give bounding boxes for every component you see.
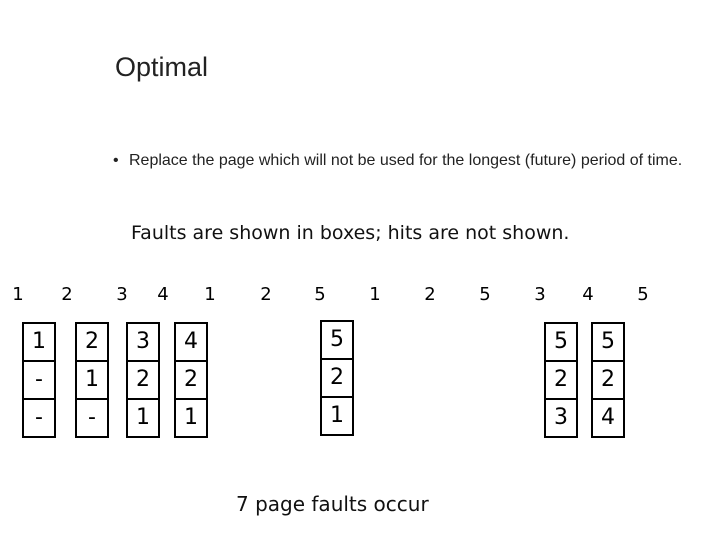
frame-cell: 3 xyxy=(128,324,158,362)
frame-cell: 5 xyxy=(546,324,576,362)
frame-cell: 1 xyxy=(24,324,54,362)
caption: Faults are shown in boxes; hits are not … xyxy=(131,222,570,244)
frame-cell: 2 xyxy=(128,362,158,400)
slide-title: Optimal xyxy=(115,52,209,82)
reference-item: 5 xyxy=(314,284,326,305)
reference-item: 3 xyxy=(534,284,546,305)
page-frame: 5 2 3 xyxy=(544,322,578,438)
reference-item: 2 xyxy=(424,284,436,305)
reference-item: 1 xyxy=(12,284,24,305)
frame-cell: - xyxy=(88,405,96,430)
reference-item: 1 xyxy=(369,284,381,305)
frame-cell: 3 xyxy=(554,405,568,430)
reference-item: 1 xyxy=(204,284,216,305)
reference-item: 5 xyxy=(479,284,491,305)
frame-cell: - xyxy=(35,405,43,430)
reference-string: 1 2 3 4 1 2 5 1 2 5 3 4 5 xyxy=(0,284,720,310)
page-frame: 3 2 1 xyxy=(126,322,160,438)
frame-cell: 2 xyxy=(322,360,352,398)
bullet-text: Replace the page which will not be used … xyxy=(129,152,683,169)
frame-cell: 5 xyxy=(322,322,352,360)
frame-cell: 4 xyxy=(601,405,615,430)
frame-cell: 2 xyxy=(176,362,206,400)
frame-cell: 1 xyxy=(136,405,150,430)
reference-item: 5 xyxy=(637,284,649,305)
frame-cell: 1 xyxy=(184,405,198,430)
frame-cell: 4 xyxy=(176,324,206,362)
page-frame: 1 - - xyxy=(22,322,56,438)
reference-item: 4 xyxy=(582,284,594,305)
page-frame: 2 1 - xyxy=(75,322,109,438)
frame-cell: 1 xyxy=(330,403,344,428)
frame-cell: - xyxy=(24,362,54,400)
frame-cell: 2 xyxy=(77,324,107,362)
frame-cell: 5 xyxy=(593,324,623,362)
bullet-symbol: • xyxy=(113,152,119,169)
reference-item: 2 xyxy=(260,284,272,305)
fault-count: 7 page faults occur xyxy=(236,492,429,516)
bullet-point: • Replace the page which will not be use… xyxy=(113,150,693,172)
frame-cell: 1 xyxy=(77,362,107,400)
reference-item: 4 xyxy=(157,284,169,305)
reference-item: 3 xyxy=(116,284,128,305)
page-frame: 4 2 1 xyxy=(174,322,208,438)
frame-cell: 2 xyxy=(593,362,623,400)
reference-item: 2 xyxy=(61,284,73,305)
page-frame: 5 2 4 xyxy=(591,322,625,438)
frame-cell: 2 xyxy=(546,362,576,400)
page-frame: 5 2 1 xyxy=(320,320,354,436)
